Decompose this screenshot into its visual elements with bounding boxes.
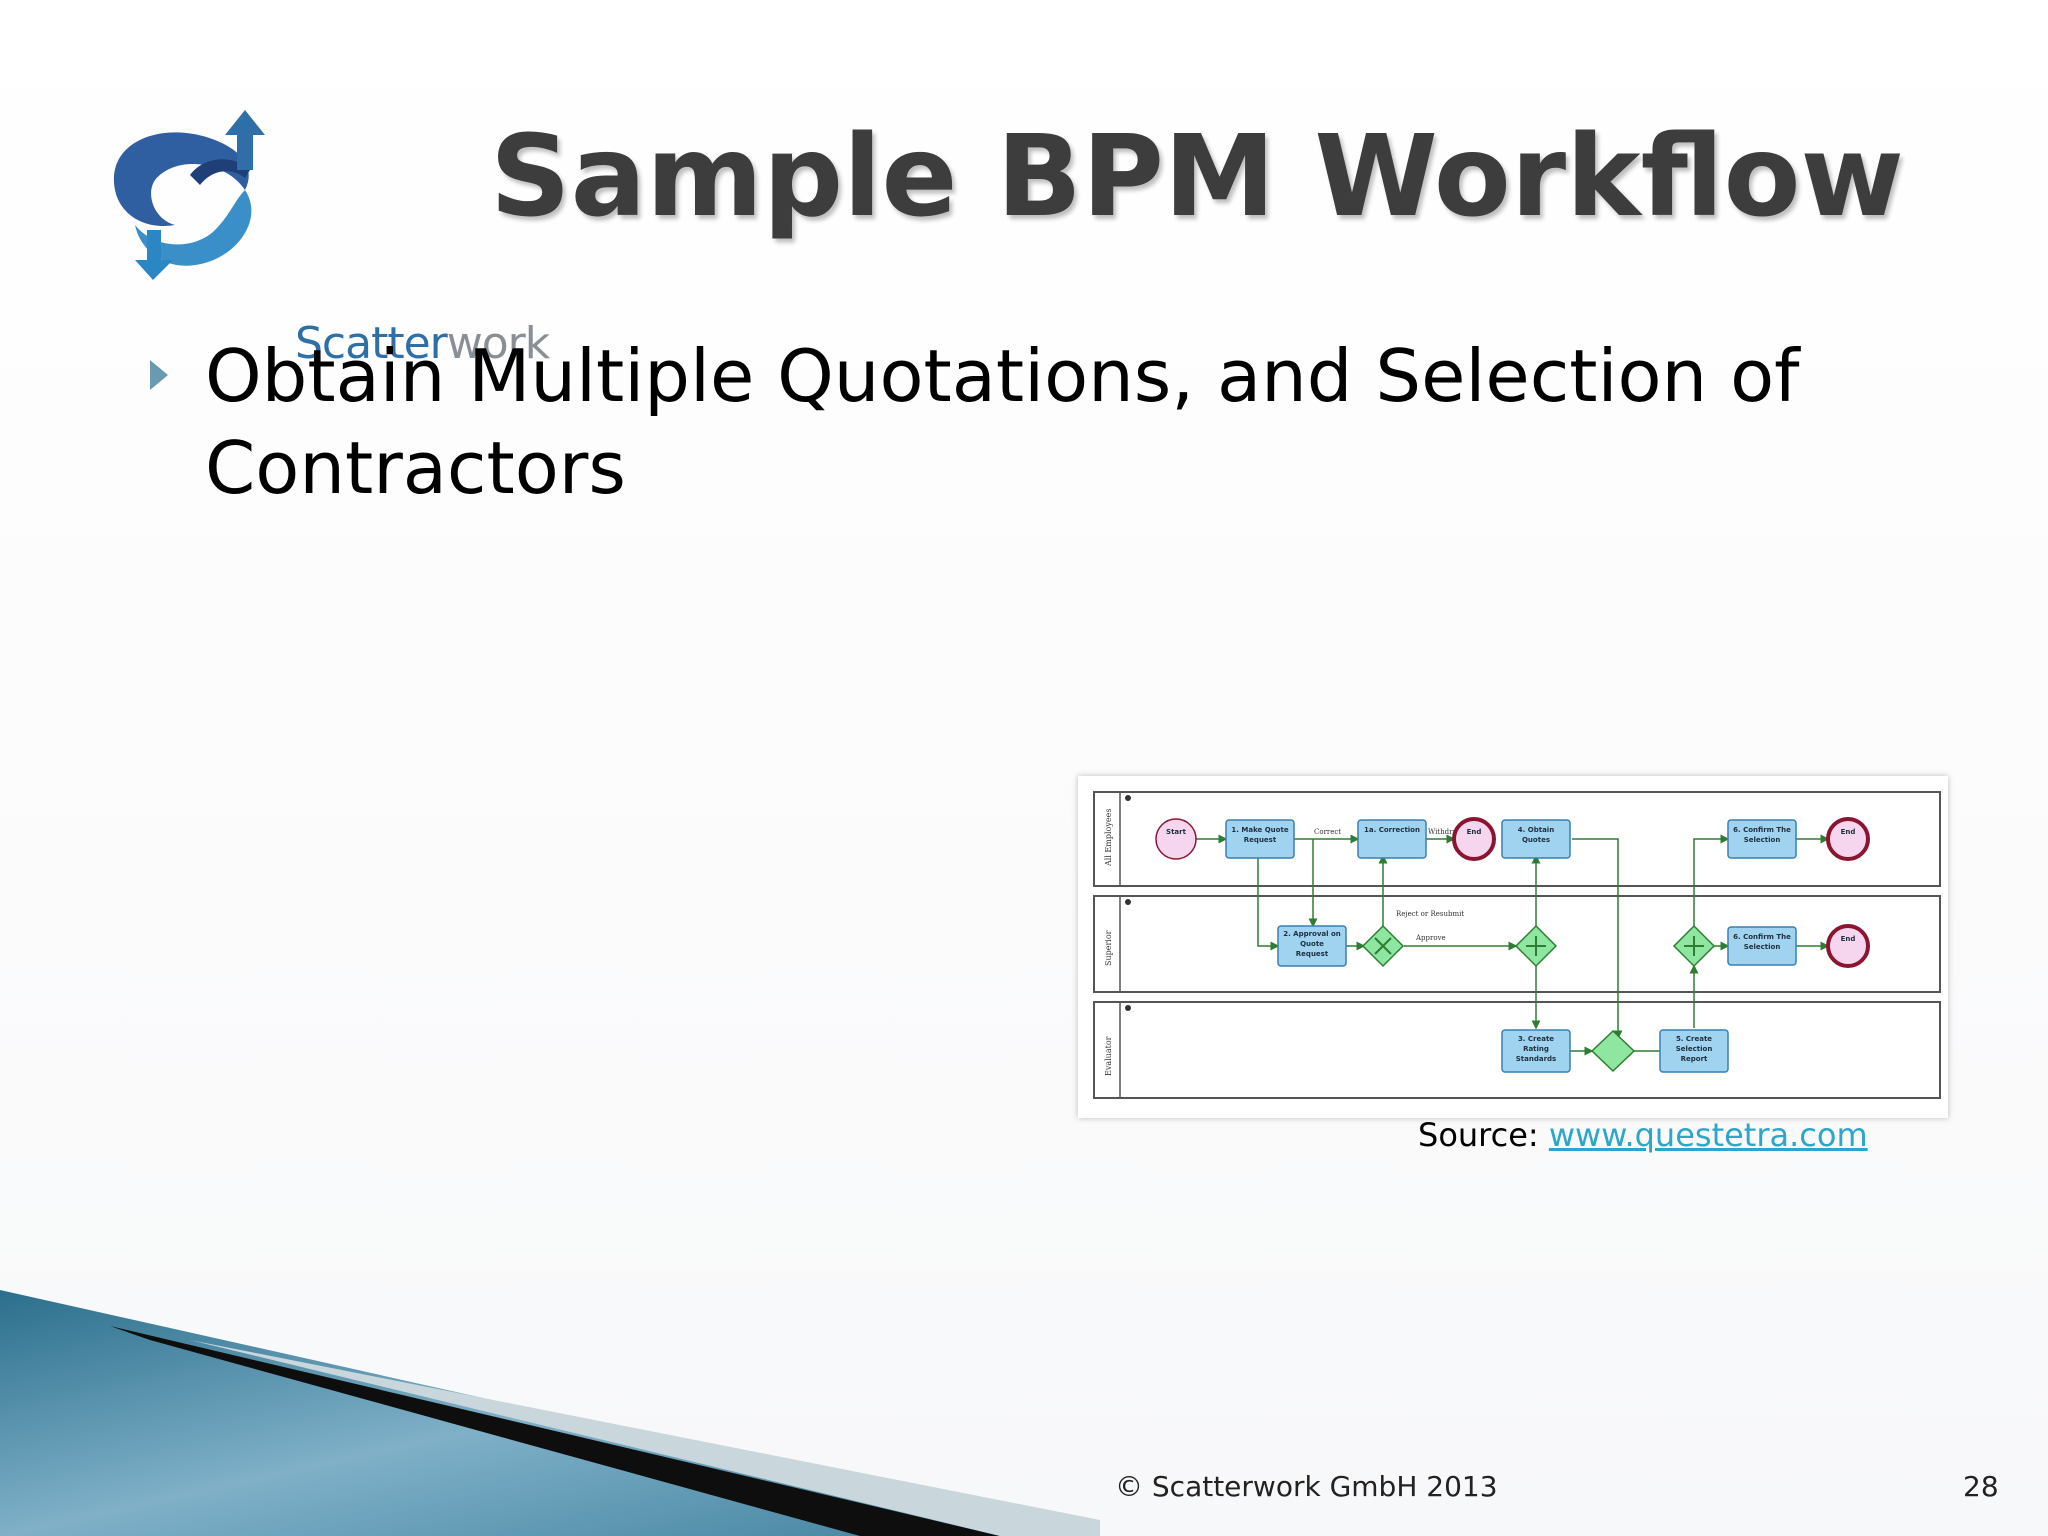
task-make-quote-request: 1. Make Quote Request (1225, 819, 1295, 859)
task-approval-quote-request: 2. Approval on Quote Request (1277, 925, 1347, 967)
scatterwork-logo: Scatterwork (95, 100, 550, 369)
bullet-text: Obtain Multiple Quotations, and Selectio… (205, 334, 1800, 510)
lane-label: Evaluator (1104, 1036, 1113, 1076)
task-create-rating-standards: 3. Create Rating Standards (1501, 1029, 1571, 1073)
source-link[interactable]: www.questetra.com (1548, 1116, 1868, 1154)
person-icon (1125, 899, 1131, 905)
page-number: 28 (1963, 1470, 1999, 1503)
svg-text:Request: Request (1296, 950, 1329, 958)
slide-title: Sample BPM Workflow (490, 112, 1904, 242)
footer-copyright: © Scatterwork GmbH 2013 (1115, 1470, 1498, 1503)
end-event: End (1826, 924, 1870, 968)
svg-text:End: End (1841, 828, 1856, 836)
task-confirm-selection-mid: 6. Confirm The Selection (1727, 926, 1797, 966)
parallel-gateway-icon (1514, 924, 1558, 968)
svg-text:End: End (1841, 935, 1856, 943)
logo-swirl-icon (113, 110, 265, 280)
edge-label-withdraw: Withdraw (1428, 828, 1463, 836)
lane-label: All Employees (1104, 809, 1113, 867)
source-label: Source: (1418, 1116, 1549, 1154)
bpm-diagram: All Employees Superior Evaluator Correct… (1093, 791, 1941, 1099)
decorative-sweep (0, 1290, 1100, 1536)
bpm-diagram-image: All Employees Superior Evaluator Correct… (1078, 776, 1948, 1118)
svg-text:1a. Correction: 1a. Correction (1364, 826, 1420, 834)
source-citation: Source: www.questetra.com (1418, 1116, 1868, 1154)
start-event (1155, 818, 1197, 860)
svg-text:Report: Report (1681, 1055, 1708, 1063)
task-create-selection-report: 5. Create Selection Report (1659, 1029, 1729, 1073)
svg-text:Selection: Selection (1744, 943, 1781, 951)
svg-text:Quotes: Quotes (1522, 836, 1550, 844)
logo-wordmark: Scatterwork (295, 318, 550, 369)
svg-text:End: End (1467, 828, 1482, 836)
gateway-icon (1590, 1029, 1636, 1073)
edge-label-reject: Reject or Resubmit (1396, 910, 1464, 918)
svg-text:2. Approval on: 2. Approval on (1283, 930, 1341, 938)
edge-label-approve: Approve (1415, 934, 1446, 942)
svg-text:4. Obtain: 4. Obtain (1518, 826, 1554, 834)
bullet-arrow-icon (150, 360, 168, 390)
svg-text:Rating: Rating (1523, 1045, 1549, 1053)
task-obtain-quotes: 4. Obtain Quotes (1501, 819, 1571, 859)
lane-label: Superior (1104, 930, 1113, 966)
svg-text:Standards: Standards (1516, 1055, 1556, 1063)
logo-text-blue: Scatter (295, 318, 448, 369)
start-label: Start (1166, 828, 1187, 836)
svg-text:3. Create: 3. Create (1518, 1035, 1554, 1043)
task-correction: 1a. Correction (1357, 819, 1427, 859)
svg-text:6. Confirm The: 6. Confirm The (1733, 826, 1791, 834)
svg-text:1. Make Quote: 1. Make Quote (1231, 826, 1288, 834)
svg-text:5. Create: 5. Create (1676, 1035, 1712, 1043)
svg-text:Selection: Selection (1676, 1045, 1713, 1053)
svg-text:Selection: Selection (1744, 836, 1781, 844)
person-icon (1125, 795, 1131, 801)
exclusive-gateway-icon (1361, 924, 1405, 968)
end-event: End (1452, 817, 1496, 861)
svg-text:Request: Request (1244, 836, 1277, 844)
svg-text:6. Confirm The: 6. Confirm The (1733, 933, 1791, 941)
svg-text:Quote: Quote (1300, 940, 1324, 948)
logo-text-gray: work (446, 318, 550, 369)
parallel-gateway-icon (1672, 924, 1716, 968)
end-event: End (1826, 817, 1870, 861)
edge-label-correct: Correct (1314, 828, 1341, 836)
person-icon (1125, 1005, 1131, 1011)
task-confirm-selection-top: 6. Confirm The Selection (1727, 819, 1797, 859)
